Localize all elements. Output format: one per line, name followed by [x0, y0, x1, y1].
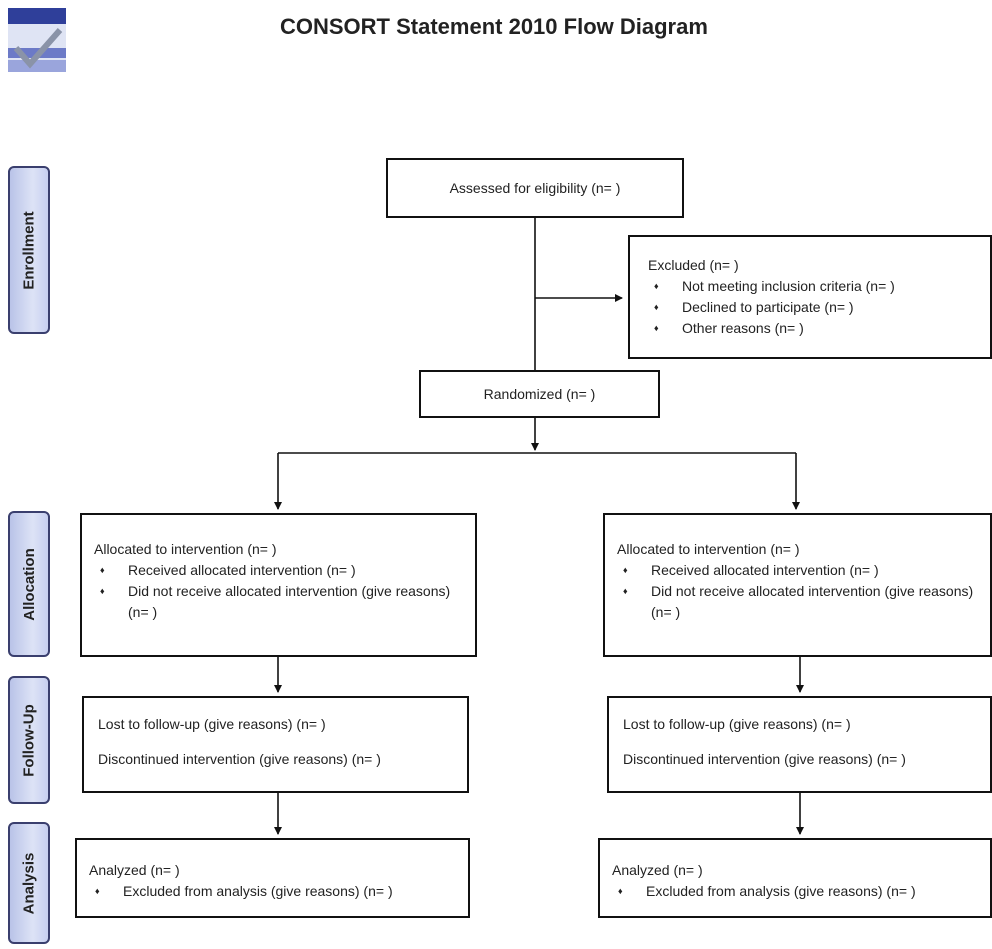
right-allocation-box: Allocated to intervention (n= ) Received…: [603, 513, 992, 657]
assessed-box: Assessed for eligibility (n= ): [386, 158, 684, 218]
left-allocation-box: Allocated to intervention (n= ) Received…: [80, 513, 477, 657]
left-received-text: Received allocated intervention (n= ): [94, 560, 461, 581]
excluded-box: Excluded (n= ) Not meeting inclusion cri…: [628, 235, 992, 359]
right-not-received-text: Did not receive allocated intervention (…: [617, 581, 982, 623]
right-allocated-text: Allocated to intervention (n= ): [617, 541, 800, 557]
left-discontinued-text: Discontinued intervention (give reasons)…: [98, 751, 381, 767]
left-analyzed-text: Analyzed (n= ): [89, 862, 180, 878]
stage-enrollment: Enrollment: [8, 166, 50, 334]
stage-allocation: Allocation: [8, 511, 50, 657]
left-analysis-list: Excluded from analysis (give reasons) (n…: [89, 881, 458, 902]
right-received-text: Received allocated intervention (n= ): [617, 560, 982, 581]
consort-logo: [8, 8, 66, 72]
randomized-text: Randomized (n= ): [483, 385, 596, 402]
left-allocated-text: Allocated to intervention (n= ): [94, 541, 277, 557]
excluded-item: Not meeting inclusion criteria (n= ): [648, 276, 990, 297]
excluded-title: Excluded (n= ): [648, 257, 739, 273]
left-excluded-analysis-text: Excluded from analysis (give reasons) (n…: [89, 881, 458, 902]
diagram-title: CONSORT Statement 2010 Flow Diagram: [280, 14, 708, 39]
excluded-item: Declined to participate (n= ): [648, 297, 990, 318]
right-analysis-list: Excluded from analysis (give reasons) (n…: [612, 881, 984, 902]
right-excluded-analysis-text: Excluded from analysis (give reasons) (n…: [612, 881, 984, 902]
left-not-received-text: Did not receive allocated intervention (…: [94, 581, 461, 623]
excluded-list: Not meeting inclusion criteria (n= ) Dec…: [648, 276, 990, 339]
stage-analysis: Analysis: [8, 822, 50, 944]
left-lost-text: Lost to follow-up (give reasons) (n= ): [98, 716, 326, 732]
left-analysis-box: Analyzed (n= ) Excluded from analysis (g…: [75, 838, 470, 918]
left-allocation-list: Received allocated intervention (n= ) Di…: [94, 560, 461, 623]
right-analyzed-text: Analyzed (n= ): [612, 862, 703, 878]
randomized-box: Randomized (n= ): [419, 370, 660, 418]
right-discontinued-text: Discontinued intervention (give reasons)…: [623, 751, 906, 767]
left-followup-box: Lost to follow-up (give reasons) (n= ) D…: [82, 696, 469, 793]
right-allocation-list: Received allocated intervention (n= ) Di…: [617, 560, 982, 623]
right-analysis-box: Analyzed (n= ) Excluded from analysis (g…: [598, 838, 992, 918]
right-lost-text: Lost to follow-up (give reasons) (n= ): [623, 716, 851, 732]
right-followup-box: Lost to follow-up (give reasons) (n= ) D…: [607, 696, 992, 793]
assessed-text: Assessed for eligibility (n= ): [449, 179, 621, 196]
excluded-item: Other reasons (n= ): [648, 318, 990, 339]
stage-followup: Follow-Up: [8, 676, 50, 804]
